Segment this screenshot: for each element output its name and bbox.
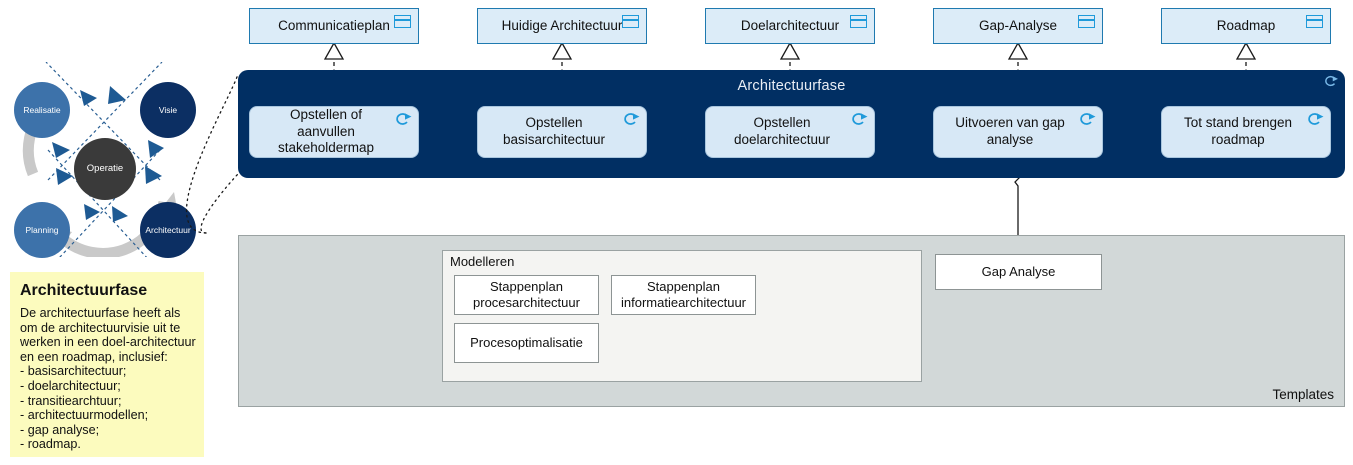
cycle-node-realisatie: Realisatie: [14, 82, 70, 138]
deliverable-icon: [394, 15, 411, 28]
process-opstellen-stakeholdermap[interactable]: Opstellen of aanvullen stakeholdermap: [249, 106, 419, 158]
process-icon: [1308, 113, 1324, 125]
template-procesoptimalisatie[interactable]: Procesoptimalisatie: [454, 323, 599, 363]
templates-label: Templates: [1272, 387, 1334, 402]
process-label: Opstellen doelarchitectuur: [733, 115, 831, 147]
cycle-node-label: Architectuur: [145, 224, 191, 235]
deliverable-roadmap[interactable]: Roadmap: [1161, 8, 1331, 44]
template-label: Procesoptimalisatie: [470, 334, 583, 350]
deliverable-icon: [622, 15, 639, 28]
process-icon: [1080, 113, 1096, 125]
process-icon: [1325, 75, 1338, 87]
deliverable-icon: [1078, 15, 1095, 28]
deliverable-communicatieplan[interactable]: Communicatieplan: [249, 8, 419, 44]
cycle-node-architectuur: Architectuur: [140, 202, 196, 258]
deliverable-label: Doelarchitectuur: [740, 18, 840, 34]
cycle-center-label: Operatie: [86, 163, 124, 175]
process-icon: [624, 113, 640, 125]
cycle-node-label: Visie: [158, 104, 178, 115]
operating-model-cycle-diagram: Realisatie Visie Planning Architectuur O…: [0, 61, 215, 273]
process-label: Uitvoeren van gap analyse: [955, 115, 1065, 147]
cycle-node-planning: Planning: [14, 202, 70, 258]
template-stappenplan-informatiearchitectuur[interactable]: Stappenplan informatiearchitectuur: [611, 275, 756, 315]
deliverable-label: Gap-Analyse: [978, 18, 1058, 34]
sticky-note-architectuurfase: Architectuurfase De architectuurfase hee…: [10, 272, 204, 457]
cycle-node-label: Realisatie: [23, 104, 61, 115]
deliverable-icon: [850, 15, 867, 28]
template-label: Stappenplan procesarchitectuur: [473, 278, 580, 310]
process-label: Opstellen of aanvullen stakeholdermap: [277, 106, 375, 156]
cycle-node-visie: Visie: [140, 82, 196, 138]
template-stappenplan-procesarchitectuur[interactable]: Stappenplan procesarchitectuur: [454, 275, 599, 315]
modelleren-title: Modelleren: [450, 254, 515, 269]
cycle-center-operatie: Operatie: [74, 138, 136, 200]
deliverable-icon: [1306, 15, 1323, 28]
deliverable-doelarchitectuur[interactable]: Doelarchitectuur: [705, 8, 875, 44]
note-body: De architectuurfase heeft als om de arch…: [20, 306, 196, 452]
deliverable-label: Huidige Architectuur: [501, 18, 623, 34]
phase-title: Architectuurfase: [737, 78, 846, 94]
process-icon: [396, 113, 412, 125]
process-label: Tot stand brengen roadmap: [1183, 115, 1293, 147]
deliverable-label: Roadmap: [1216, 18, 1276, 34]
process-label: Opstellen basisarchitectuur: [502, 115, 606, 147]
process-icon: [852, 113, 868, 125]
template-label: Stappenplan informatiearchitectuur: [621, 278, 746, 310]
template-gap-analyse[interactable]: Gap Analyse: [935, 254, 1102, 290]
note-title: Architectuurfase: [20, 282, 148, 299]
deliverable-gap-analyse[interactable]: Gap-Analyse: [933, 8, 1103, 44]
process-tot-stand-brengen-roadmap[interactable]: Tot stand brengen roadmap: [1161, 106, 1331, 158]
deliverable-label: Communicatieplan: [278, 18, 390, 34]
process-opstellen-doelarchitectuur[interactable]: Opstellen doelarchitectuur: [705, 106, 875, 158]
cycle-node-label: Planning: [25, 224, 59, 235]
process-opstellen-basisarchitectuur[interactable]: Opstellen basisarchitectuur: [477, 106, 647, 158]
process-uitvoeren-gap-analyse[interactable]: Uitvoeren van gap analyse: [933, 106, 1103, 158]
template-label: Gap Analyse: [981, 263, 1056, 279]
deliverable-huidige-architectuur[interactable]: Huidige Architectuur: [477, 8, 647, 44]
